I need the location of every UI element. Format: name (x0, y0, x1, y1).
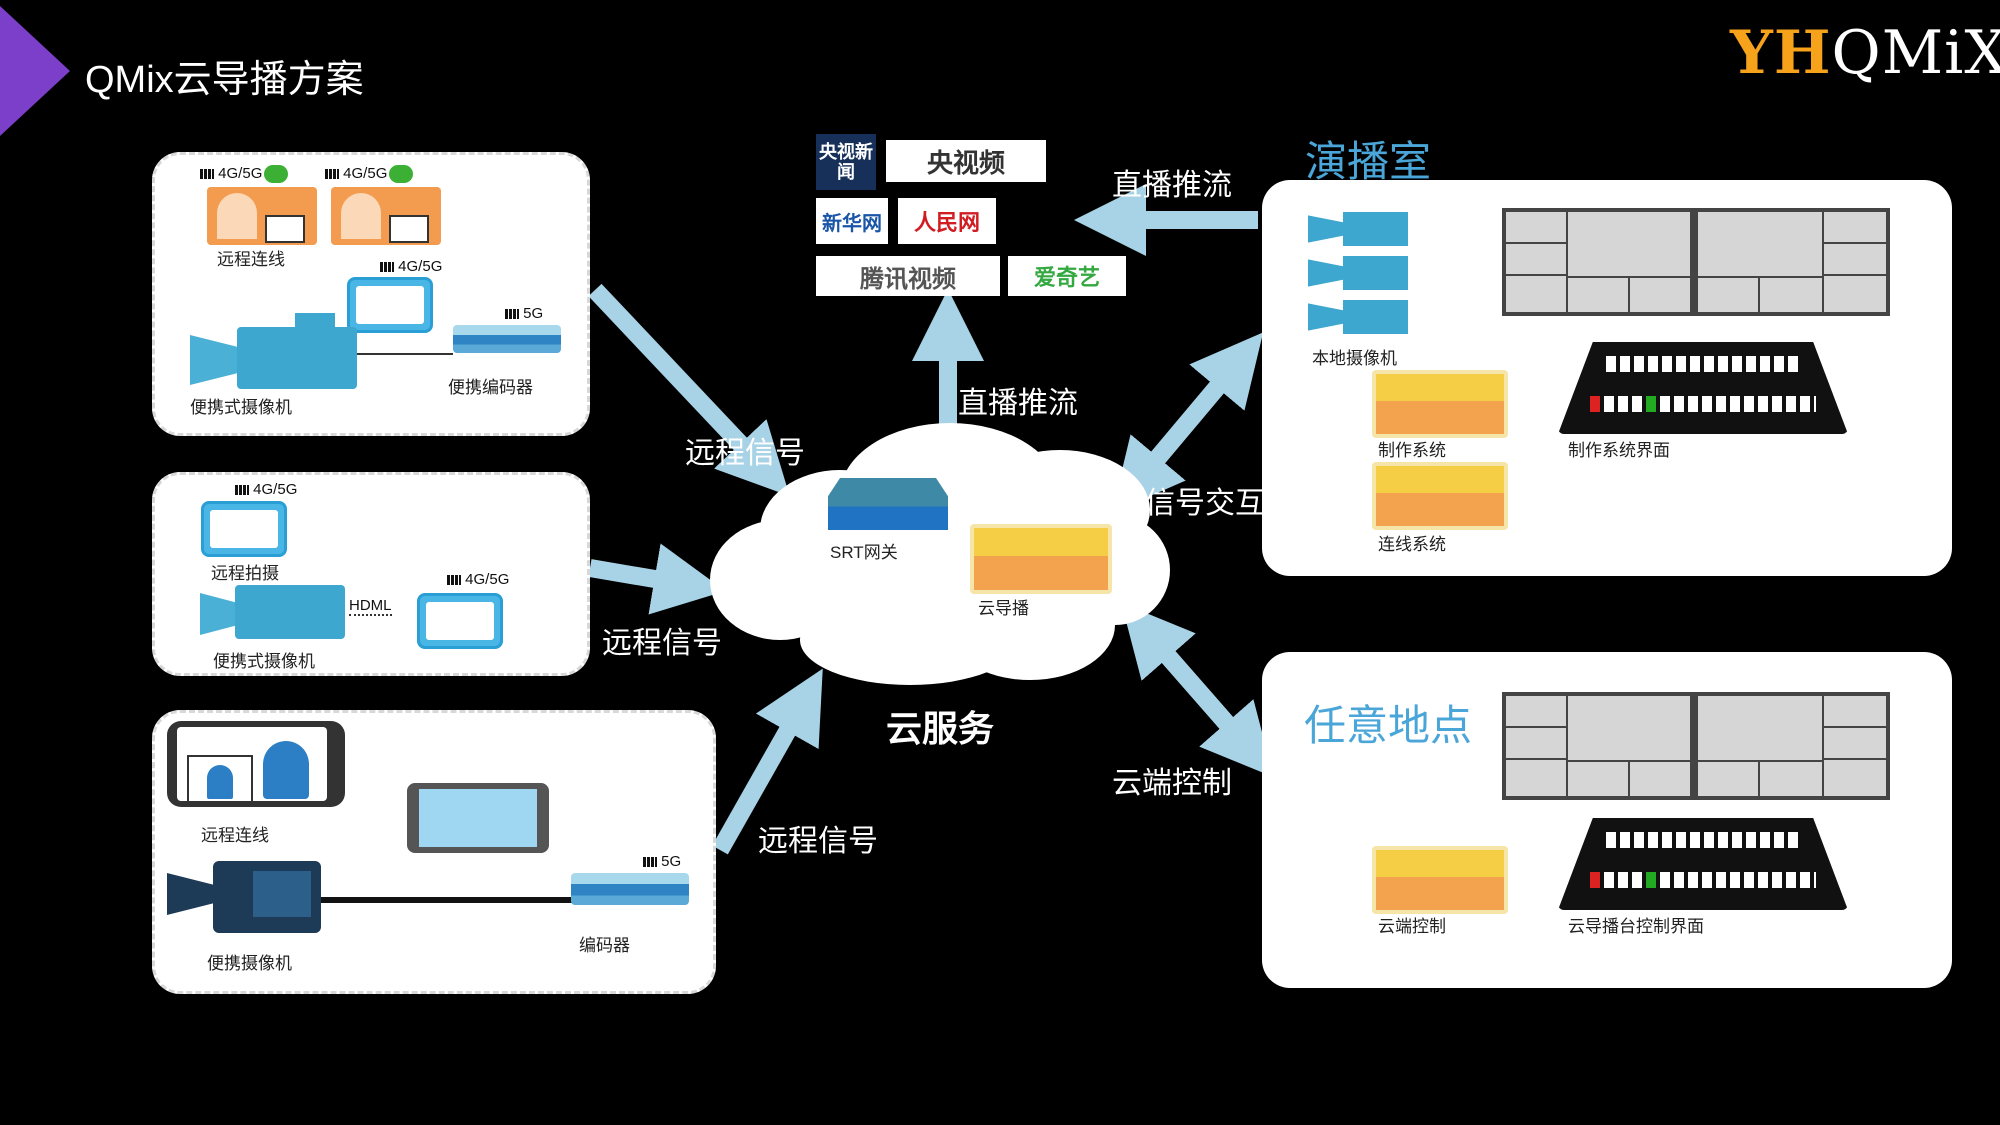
camera-body-icon (235, 585, 345, 639)
encoder-label: 编码器 (579, 936, 630, 955)
signal-badge: 4G/5G (200, 165, 289, 184)
remote-shoot-label: 远程拍摄 (211, 564, 279, 583)
arrow-panel1-cloud (588, 283, 790, 497)
panel-remote-shoot: 4G/5G 远程拍摄 HDML 4G/5G 便携式摄像机 (152, 472, 590, 676)
panel-remote-encoder: 远程连线 5G 便携摄像机 编码器 (152, 710, 716, 994)
production-ui-label: 制作系统界面 (1568, 441, 1670, 460)
panel-anywhere: 任意地点 云端控制 云导播台控制界面 (1262, 652, 1952, 988)
phone-icon (417, 593, 503, 649)
wechat-icon (389, 165, 414, 184)
phone-icon (407, 783, 549, 853)
remote-signal-label-2: 远程信号 (602, 627, 722, 660)
multiview-monitor (1694, 208, 1890, 316)
arrow-anywhere-cloud (1121, 602, 1257, 756)
production-system-label: 制作系统 (1378, 441, 1446, 460)
remote-signal-label-3: 远程信号 (758, 825, 878, 858)
cloud-service-label: 云服务 (886, 708, 995, 749)
multiview-monitor (1502, 692, 1694, 800)
platform-cctv-news-logo: 央视新闻 (816, 134, 876, 190)
video-call-phone-icon (331, 187, 441, 245)
cable (321, 897, 591, 903)
remote-link-label: 远程连线 (217, 250, 285, 269)
anywhere-heading: 任意地点 (1304, 702, 1473, 749)
arrow-panel2-cloud (588, 543, 726, 615)
encoder-label: 便携编码器 (448, 378, 533, 397)
switcher-panel-icon (1558, 342, 1848, 434)
wechat-icon (264, 165, 289, 184)
live-push-label-up: 直播推流 (958, 387, 1078, 420)
cable (355, 353, 453, 355)
link-system-label: 连线系统 (1378, 535, 1446, 554)
camera-icon (1308, 212, 1408, 246)
platform-cctv-video-logo: 央视频 (886, 140, 1046, 182)
camera-label: 便携式摄像机 (190, 398, 292, 417)
cloud-director-ui-label: 云导播台控制界面 (1568, 917, 1704, 936)
arrow-studio-cloud (1111, 354, 1247, 513)
remote-link-label: 远程连线 (201, 826, 269, 845)
platform-xinhua-logo: 新华网 (816, 198, 888, 244)
panel-mobile-capture: 4G/5G 4G/5G 远程连线 4G/5G 5G 便携式摄像机 便携编码器 (152, 152, 590, 436)
camera-label: 便携式摄像机 (213, 652, 315, 671)
signal-badge: 5G (643, 853, 681, 870)
page-title: QMix云导播方案 (85, 59, 364, 101)
encoder-icon (571, 873, 689, 905)
studio-heading: 演播室 (1305, 138, 1432, 185)
signal-badge: 5G (505, 305, 543, 322)
switcher-panel-icon (1558, 818, 1848, 910)
multiview-monitor (1694, 692, 1890, 800)
phone-icon (201, 501, 287, 557)
srt-gateway-icon (828, 478, 948, 530)
brand-logo: YHQMiX (1730, 18, 2000, 88)
camera-lens-icon (167, 873, 217, 915)
remote-signal-label-1: 远程信号 (685, 437, 805, 470)
multiview-monitor (1502, 208, 1694, 316)
signal-badge: 4G/5G (235, 481, 297, 498)
cloud-control-icon (1372, 846, 1508, 914)
cloud-control-device-label: 云端控制 (1378, 917, 1446, 936)
panel-studio: 本地摄像机 制作系统 连线系统 制作系统界面 (1262, 180, 1952, 576)
camera-label: 便携摄像机 (207, 954, 292, 973)
platform-tencent-logo: 腾讯视频 (816, 256, 1000, 296)
phone-icon (347, 277, 433, 333)
camera-lens-icon (190, 335, 240, 385)
production-system-icon (1372, 370, 1508, 438)
camera-icon (1308, 256, 1408, 290)
signal-badge: 4G/5G (380, 258, 442, 275)
camcorder-icon (213, 861, 321, 933)
camera-icon (1308, 300, 1408, 334)
cloud-director-label: 云导播 (978, 599, 1029, 618)
camera-lens-icon (200, 593, 240, 635)
tablet-video-call-icon (167, 721, 345, 807)
signal-badge: 4G/5G (325, 165, 414, 184)
arrow-panel3-cloud (712, 668, 823, 855)
camera-body-icon (237, 327, 357, 389)
cloud-director-icon (970, 524, 1112, 594)
cloud-control-label: 云端控制 (1112, 767, 1232, 800)
corner-accent (0, 6, 70, 136)
video-call-phone-icon (207, 187, 317, 245)
hdmi-cable-label: HDML (349, 597, 392, 616)
live-push-label-left: 直播推流 (1112, 169, 1232, 202)
link-system-icon (1372, 462, 1508, 530)
platform-people-logo: 人民网 (898, 198, 996, 244)
local-camera-label: 本地摄像机 (1312, 349, 1397, 368)
srt-gateway-label: SRT网关 (830, 543, 898, 562)
signal-interaction-label: 信号交互 (1145, 487, 1265, 520)
signal-badge: 4G/5G (447, 571, 509, 588)
platform-iqiyi-logo: 爱奇艺 (1008, 256, 1126, 296)
encoder-icon (453, 325, 561, 353)
